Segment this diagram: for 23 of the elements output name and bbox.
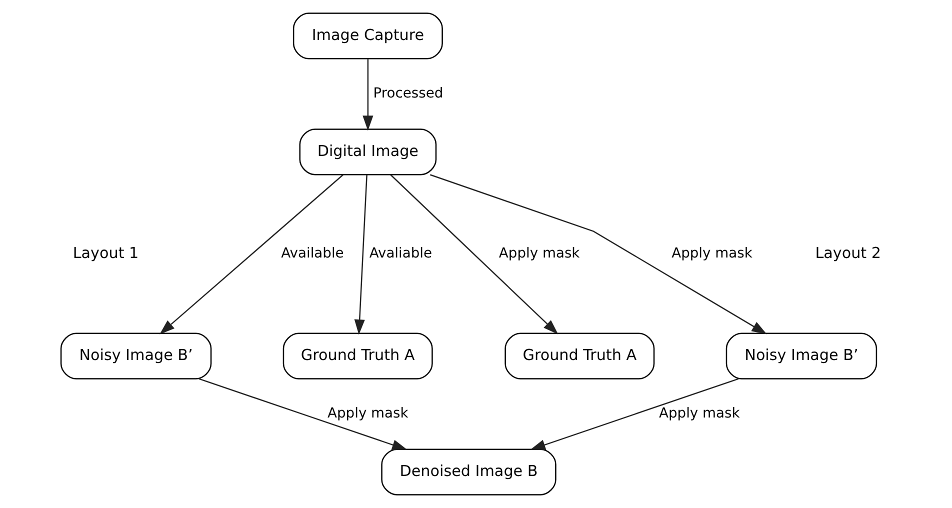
node-box: Image Capture — [292, 12, 443, 60]
edge-label: Processed — [373, 85, 444, 102]
edge-label: Apply mask — [498, 246, 580, 262]
node-box: Digital Image — [299, 128, 437, 176]
label: Layout 2 — [815, 244, 881, 262]
edge-label: Avaliable — [369, 246, 432, 262]
node-box: Ground Truth A — [504, 332, 655, 380]
label: Layout 1 — [72, 244, 139, 262]
edge-label: Apply mask — [328, 406, 408, 422]
node-box: Noisy Image B’ — [60, 332, 212, 380]
arrow — [430, 174, 767, 334]
arrow — [198, 378, 408, 450]
node-box: Ground Truth A — [282, 332, 433, 380]
arrow — [354, 174, 368, 335]
arrow — [530, 378, 739, 450]
edge-label: Apply mask — [659, 406, 740, 422]
node-box: Denoised Image B — [381, 448, 556, 496]
arrow — [160, 174, 344, 334]
edge-label: Available — [281, 246, 344, 262]
arrow — [362, 59, 374, 131]
arrow — [390, 174, 558, 334]
edge-label: Apply mask — [672, 246, 752, 262]
node-box: Noisy Image B’ — [726, 332, 878, 380]
